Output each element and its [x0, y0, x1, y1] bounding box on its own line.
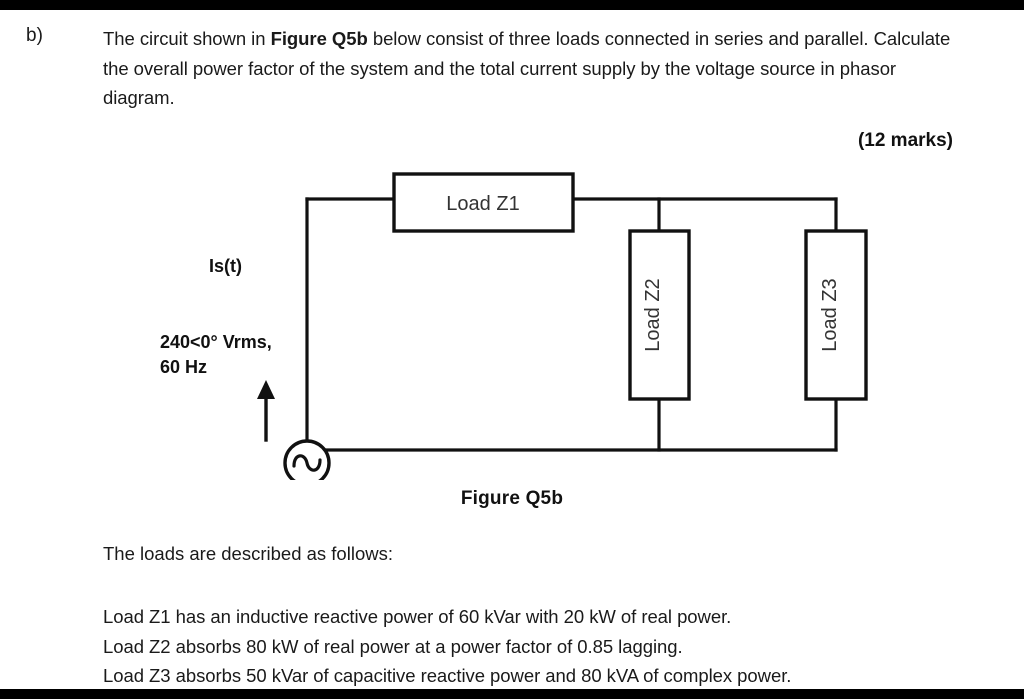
ac-source-symbol — [283, 439, 331, 480]
source-voltage-label-line2: 60 Hz — [160, 357, 207, 377]
load-z2-label: Load Z2 — [642, 278, 664, 351]
load-description-line: Load Z1 has an inductive reactive power … — [103, 606, 732, 627]
source-current-label: Is(t) — [209, 256, 242, 276]
figure-caption-text: Figure Q5b — [460, 488, 564, 509]
current-arrow-icon — [257, 380, 275, 442]
question-text-part2: below consist of three loads connected i… — [103, 28, 951, 108]
question-text-part1: The circuit shown in — [103, 28, 271, 49]
loads-description-list: Load Z1 has an inductive reactive power … — [103, 602, 983, 691]
question-block: b) The circuit shown in Figure Q5b below… — [0, 18, 1024, 151]
load-z1-label: Load Z1 — [446, 193, 519, 215]
question-label: b) — [26, 25, 44, 46]
question-text: The circuit shown in Figure Q5b below co… — [103, 24, 958, 113]
load-z3-box — [804, 229, 868, 401]
figure-reference-bold: Figure Q5b — [270, 28, 368, 49]
circuit-diagram: Load Z1 Load Z2 Load Z3 Is(t) 240<0° Vrm… — [0, 150, 1024, 480]
marks-allocation: (12 marks) — [857, 130, 953, 151]
load-z2-box — [628, 229, 691, 401]
load-z3-label: Load Z3 — [819, 278, 841, 351]
source-voltage-label-line1: 240<0° Vrms, — [160, 332, 272, 352]
top-black-band — [0, 0, 1024, 10]
loads-intro-text: The loads are described as follows: — [103, 543, 393, 564]
figure-caption: Figure Q5b — [0, 488, 1024, 510]
bottom-black-band — [0, 689, 1024, 699]
load-z1-box — [392, 172, 575, 233]
load-description-line: Load Z2 absorbs 80 kW of real power at a… — [103, 635, 683, 657]
load-description-line: Load Z3 absorbs 50 kVar of capacitive re… — [103, 665, 792, 686]
